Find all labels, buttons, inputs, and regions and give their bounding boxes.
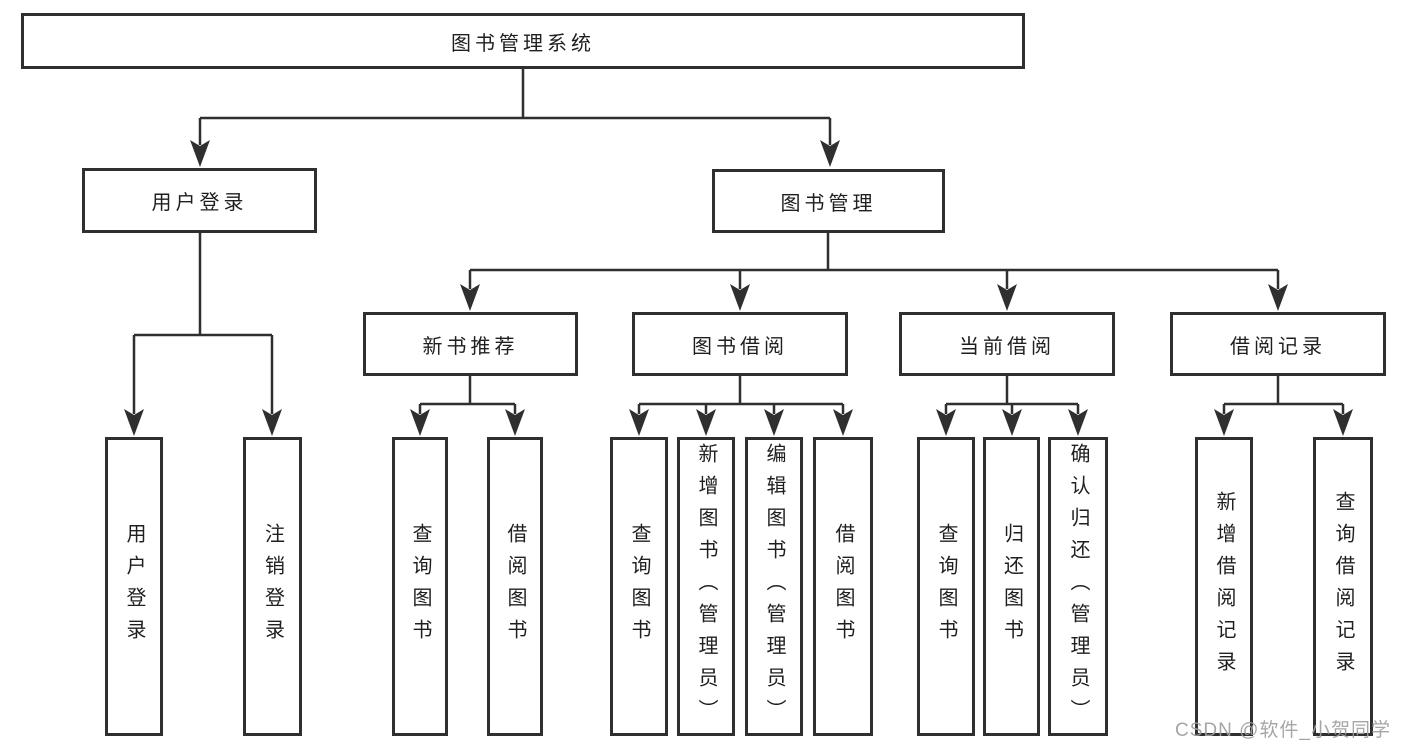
arrowhead-icon <box>124 409 144 436</box>
node-label: 编辑图书（管理员） <box>763 442 785 731</box>
arrowhead-icon <box>190 140 210 167</box>
arrowhead-icon <box>460 284 480 311</box>
leaf-add-book-admin: 新增图书（管理员） <box>677 437 735 736</box>
arrowhead-icon <box>1068 409 1088 436</box>
node-new-book-recommendation: 新书推荐 <box>363 312 578 376</box>
leaf-logout: 注销登录 <box>243 437 302 736</box>
node-label: 查询借阅记录 <box>1332 490 1354 683</box>
leaf-borrow-books-borrowing: 借阅图书 <box>813 437 873 736</box>
node-label: 新增图书（管理员） <box>695 442 717 731</box>
leaf-query-books-borrowing: 查询图书 <box>610 437 668 736</box>
leaf-user-login: 用户登录 <box>105 437 163 736</box>
arrowhead-icon <box>820 140 840 167</box>
arrowhead-icon <box>730 284 750 311</box>
arrowhead-icon <box>1214 409 1234 436</box>
node-library-management-system: 图书管理系统 <box>21 13 1025 69</box>
node-label: 用户登录 <box>151 192 248 214</box>
node-label: 用户登录 <box>123 522 145 651</box>
node-label: 确认归还（管理员） <box>1067 442 1089 731</box>
node-label: 借阅图书 <box>504 522 526 651</box>
node-label: 图书管理系统 <box>451 32 595 55</box>
arrowhead-icon <box>262 409 282 436</box>
arrowhead-icon <box>764 409 784 436</box>
node-book-borrowing: 图书借阅 <box>632 312 848 376</box>
leaf-query-books-current: 查询图书 <box>917 437 975 736</box>
node-label: 查询图书 <box>935 522 957 651</box>
arrowhead-icon <box>629 409 649 436</box>
leaf-edit-book-admin: 编辑图书（管理员） <box>745 437 803 736</box>
leaf-add-borrow-record: 新增借阅记录 <box>1195 437 1253 736</box>
csdn-watermark: CSDN @软件_小贺同学 <box>1175 720 1391 741</box>
arrowhead-icon <box>1002 409 1022 436</box>
arrowhead-icon <box>696 409 716 436</box>
node-user-login: 用户登录 <box>82 168 317 233</box>
node-label: 归还图书 <box>1000 522 1023 651</box>
node-label: 新书推荐 <box>422 335 519 358</box>
arrowhead-icon <box>936 409 956 436</box>
arrowhead-icon <box>833 409 853 436</box>
arrowhead-icon <box>1333 409 1353 436</box>
node-label: 新增借阅记录 <box>1213 490 1235 683</box>
leaf-borrow-books-recommend: 借阅图书 <box>487 437 543 736</box>
leaf-query-borrow-record: 查询借阅记录 <box>1313 437 1373 736</box>
arrowhead-icon <box>1268 284 1288 311</box>
node-label: 注销登录 <box>261 522 284 651</box>
node-label: 当前借阅 <box>959 335 1055 358</box>
arrowhead-icon <box>997 284 1017 311</box>
arrowhead-icon <box>410 409 430 436</box>
node-label: 借阅记录 <box>1230 335 1326 358</box>
arrowhead-icon <box>505 409 525 436</box>
node-book-management: 图书管理 <box>712 169 945 233</box>
node-borrowing-records: 借阅记录 <box>1170 312 1386 376</box>
leaf-query-books-recommend: 查询图书 <box>392 437 448 736</box>
node-label: 查询图书 <box>409 522 431 651</box>
node-label: 查询图书 <box>628 522 650 651</box>
node-label: 图书借阅 <box>692 335 788 358</box>
node-label: 图书管理 <box>780 192 877 215</box>
leaf-return-book: 归还图书 <box>983 437 1040 736</box>
leaf-confirm-return-admin: 确认归还（管理员） <box>1048 437 1108 736</box>
node-current-borrowing: 当前借阅 <box>899 312 1115 376</box>
node-label: 借阅图书 <box>832 522 854 651</box>
